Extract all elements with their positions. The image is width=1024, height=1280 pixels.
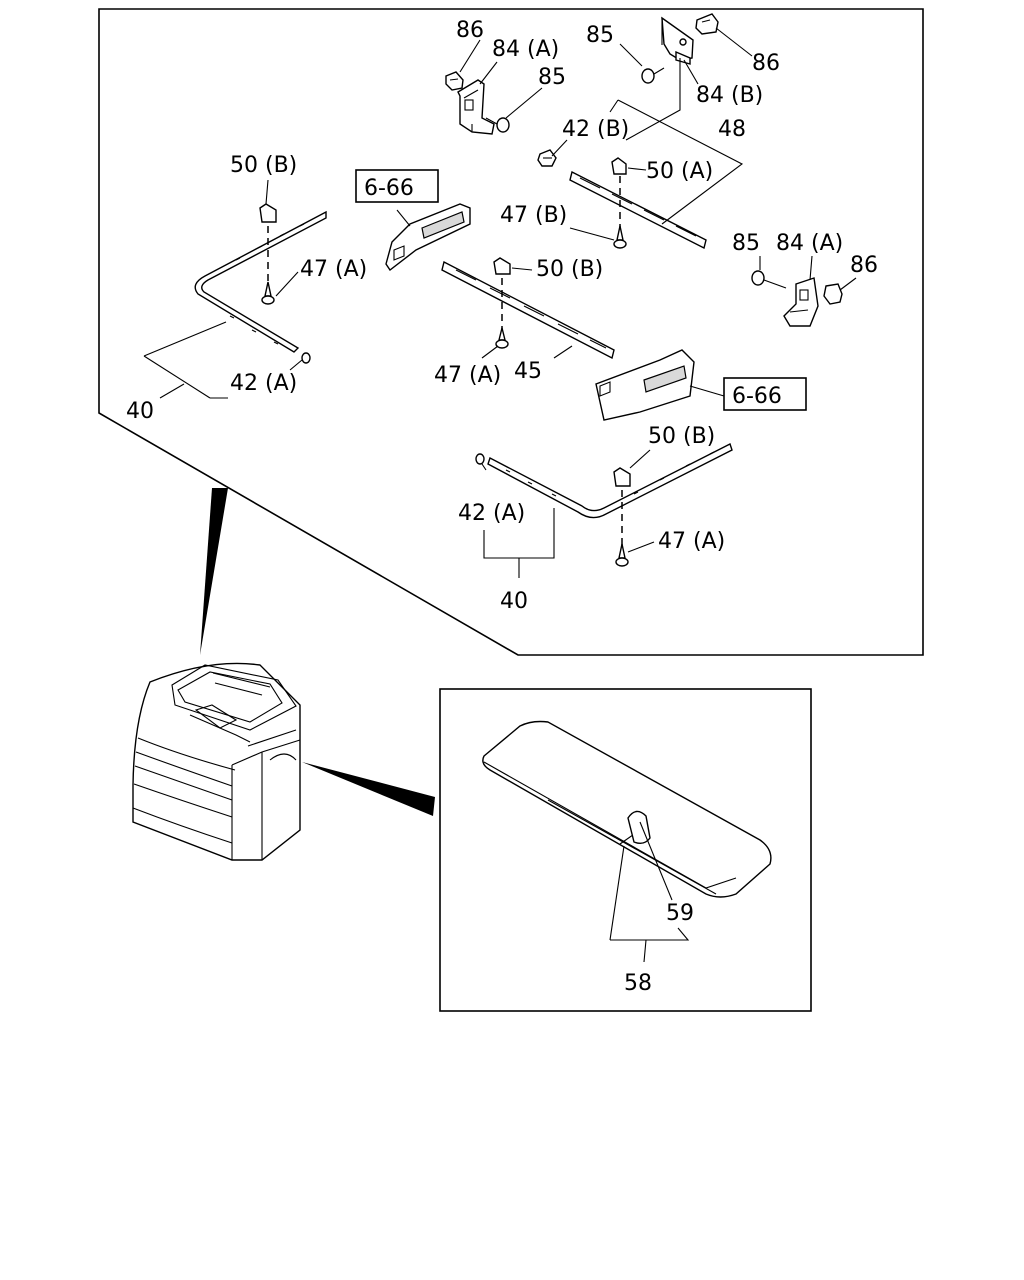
label-6-66-right: 6-66 <box>732 384 782 409</box>
label-84a-right: 84 (A) <box>776 231 843 256</box>
part-40-rail-lower <box>487 443 733 519</box>
sun-visor <box>482 720 772 898</box>
label-47a-left: 47 (A) <box>300 257 367 282</box>
part-84a-bracket-right <box>783 277 819 327</box>
part-84b-bracket <box>661 16 694 65</box>
label-48: 48 <box>718 117 746 142</box>
part-85-screw-top-right <box>641 67 665 84</box>
label-86-top-right: 86 <box>752 51 780 76</box>
label-86-top-left: 86 <box>456 18 484 43</box>
leader-lines <box>143 27 857 963</box>
label-84a-top: 84 (A) <box>492 37 559 62</box>
part-42a-cap-left <box>301 352 311 364</box>
label-86-right: 86 <box>850 253 878 278</box>
part-86-clip-top-left <box>445 71 464 91</box>
part-47b-pin <box>613 225 627 249</box>
label-50a: 50 (A) <box>646 159 713 184</box>
part-85-screw-right <box>751 270 787 289</box>
part-42a-cap-lower <box>475 453 485 465</box>
part-86-clip-right <box>823 283 843 305</box>
cab-illustration <box>132 662 301 861</box>
label-42a-lower: 42 (A) <box>458 501 525 526</box>
grab-handle-left <box>385 203 471 272</box>
label-47b: 47 (B) <box>500 203 567 228</box>
part-45-strip <box>441 260 615 360</box>
part-48-strip <box>569 170 707 250</box>
label-40-left: 40 <box>126 399 154 424</box>
part-50a-clip <box>611 157 627 175</box>
part-47a-pin-left <box>261 281 275 305</box>
ref-box-6-66-left <box>355 169 439 203</box>
part-42b-fastener <box>537 149 557 167</box>
label-42a-left: 42 (A) <box>230 371 297 396</box>
label-50b-center: 50 (B) <box>536 257 603 282</box>
label-50b-lower: 50 (B) <box>648 424 715 449</box>
label-47a-center: 47 (A) <box>434 363 501 388</box>
part-50b-clip-left <box>259 203 277 223</box>
upper-detail-frame <box>98 8 924 656</box>
label-58: 58 <box>624 971 652 996</box>
part-47a-pin-center <box>495 327 509 349</box>
part-86-clip-top-right <box>695 13 719 35</box>
visor-detail-frame <box>439 688 812 1012</box>
callout-wedge-visor <box>302 762 435 816</box>
callout-wedge-upper <box>200 488 228 655</box>
label-85-top-right: 85 <box>586 23 614 48</box>
part-84a-bracket-top <box>457 79 495 135</box>
grab-handle-right <box>595 349 695 421</box>
label-47a-lower: 47 (A) <box>658 529 725 554</box>
part-47a-pin-lower <box>615 543 629 567</box>
part-40-rail-left <box>194 210 327 353</box>
label-40-lower: 40 <box>500 589 528 614</box>
ref-box-6-66-right <box>723 377 807 411</box>
label-42b: 42 (B) <box>562 117 629 142</box>
label-50b-left: 50 (B) <box>230 153 297 178</box>
label-85-top: 85 <box>538 65 566 90</box>
label-45: 45 <box>514 359 542 384</box>
label-84b: 84 (B) <box>696 83 763 108</box>
part-50b-clip-lower <box>613 467 631 487</box>
part-50b-clip-center <box>493 257 511 275</box>
label-6-66-left: 6-66 <box>364 176 414 201</box>
part-85-screw-top <box>485 117 510 133</box>
label-59: 59 <box>666 901 694 926</box>
label-85-right: 85 <box>732 231 760 256</box>
